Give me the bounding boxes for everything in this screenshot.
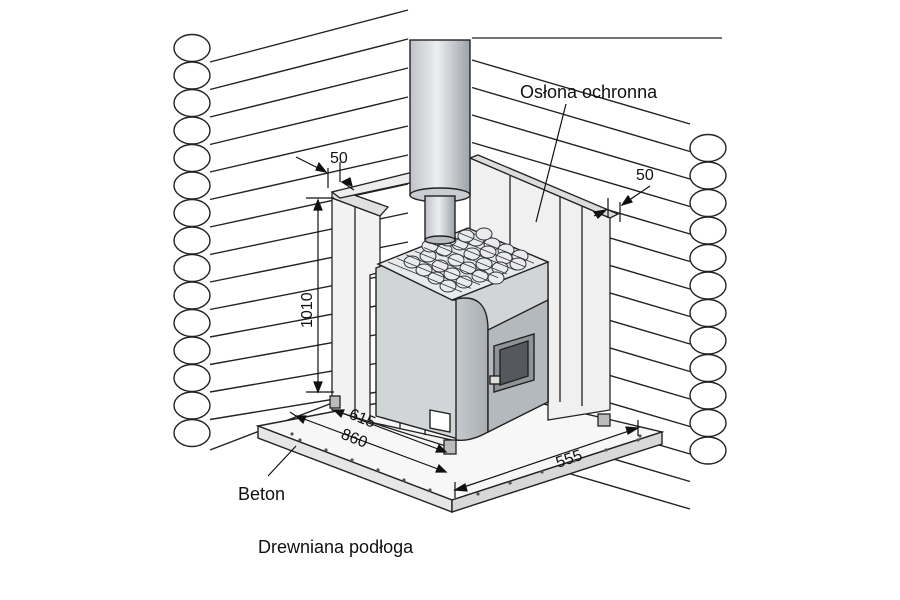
concrete-label: Beton (238, 484, 285, 504)
wooden-floor-label: Drewniana podłoga (258, 537, 414, 557)
left-log-wall (173, 9, 411, 451)
dim-gap-right: 50 (636, 167, 654, 184)
chimney-pipe (409, 39, 471, 245)
dim-gap-left: 50 (330, 150, 348, 167)
dimension-lines (267, 103, 651, 498)
sauna-stove (375, 227, 550, 442)
dim-height: 1010 (299, 292, 316, 328)
protective-shield-label: Osłona ochronna (520, 82, 658, 102)
